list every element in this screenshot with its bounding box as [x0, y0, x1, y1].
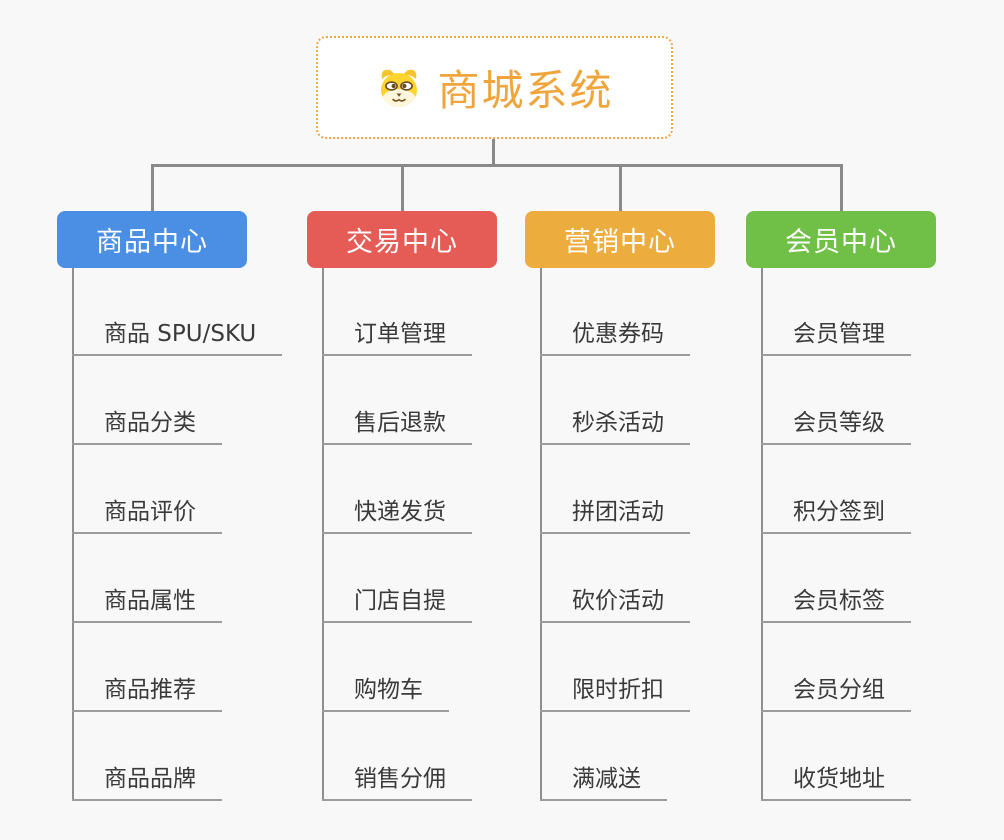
leaf-item[interactable]: 拼团活动: [540, 499, 690, 534]
root-node[interactable]: 商城系统: [316, 36, 673, 139]
leaf-item[interactable]: 限时折扣: [540, 677, 690, 712]
leaf-item[interactable]: 商品评价: [72, 499, 222, 534]
doge-face-icon: [381, 69, 418, 107]
leaf-item[interactable]: 商品推荐: [72, 677, 222, 712]
connector-drop: [401, 164, 404, 211]
leaf-item[interactable]: 优惠券码: [540, 321, 690, 356]
branch-spine: [540, 268, 542, 801]
connector-rail: [151, 164, 843, 167]
leaf-item[interactable]: 秒杀活动: [540, 410, 690, 445]
leaf-item[interactable]: 门店自提: [322, 588, 472, 623]
branch-node-trade-center[interactable]: 交易中心: [307, 211, 497, 268]
connector-stem: [492, 139, 495, 167]
leaf-item[interactable]: 会员管理: [761, 321, 911, 356]
leaf-item[interactable]: 满减送: [540, 766, 667, 801]
branch-spine: [72, 268, 74, 801]
branch-node-marketing-center[interactable]: 营销中心: [525, 211, 715, 268]
leaf-item[interactable]: 会员分组: [761, 677, 911, 712]
root-title: 商城系统: [437, 66, 614, 115]
leaf-item[interactable]: 商品属性: [72, 588, 222, 623]
leaf-item[interactable]: 快递发货: [322, 499, 472, 534]
leaf-item[interactable]: 商品 SPU/SKU: [72, 321, 283, 356]
leaf-item[interactable]: 收货地址: [761, 766, 911, 801]
branch-node-product-center[interactable]: 商品中心: [57, 211, 247, 268]
leaf-item[interactable]: 销售分佣: [322, 766, 472, 801]
leaf-item[interactable]: 订单管理: [322, 321, 472, 356]
leaf-item[interactable]: 会员标签: [761, 588, 911, 623]
branch-spine: [322, 268, 324, 801]
connector-drop: [619, 164, 622, 211]
leaf-item[interactable]: 购物车: [322, 677, 449, 712]
leaf-item[interactable]: 售后退款: [322, 410, 472, 445]
leaf-item[interactable]: 积分签到: [761, 499, 911, 534]
leaf-item[interactable]: 会员等级: [761, 410, 911, 445]
leaf-item[interactable]: 砍价活动: [540, 588, 690, 623]
connector-drop: [840, 164, 843, 211]
connector-drop: [151, 164, 154, 211]
branch-node-member-center[interactable]: 会员中心: [746, 211, 936, 268]
leaf-item[interactable]: 商品分类: [72, 410, 222, 445]
branch-spine: [761, 268, 763, 801]
leaf-item[interactable]: 商品品牌: [72, 766, 222, 801]
